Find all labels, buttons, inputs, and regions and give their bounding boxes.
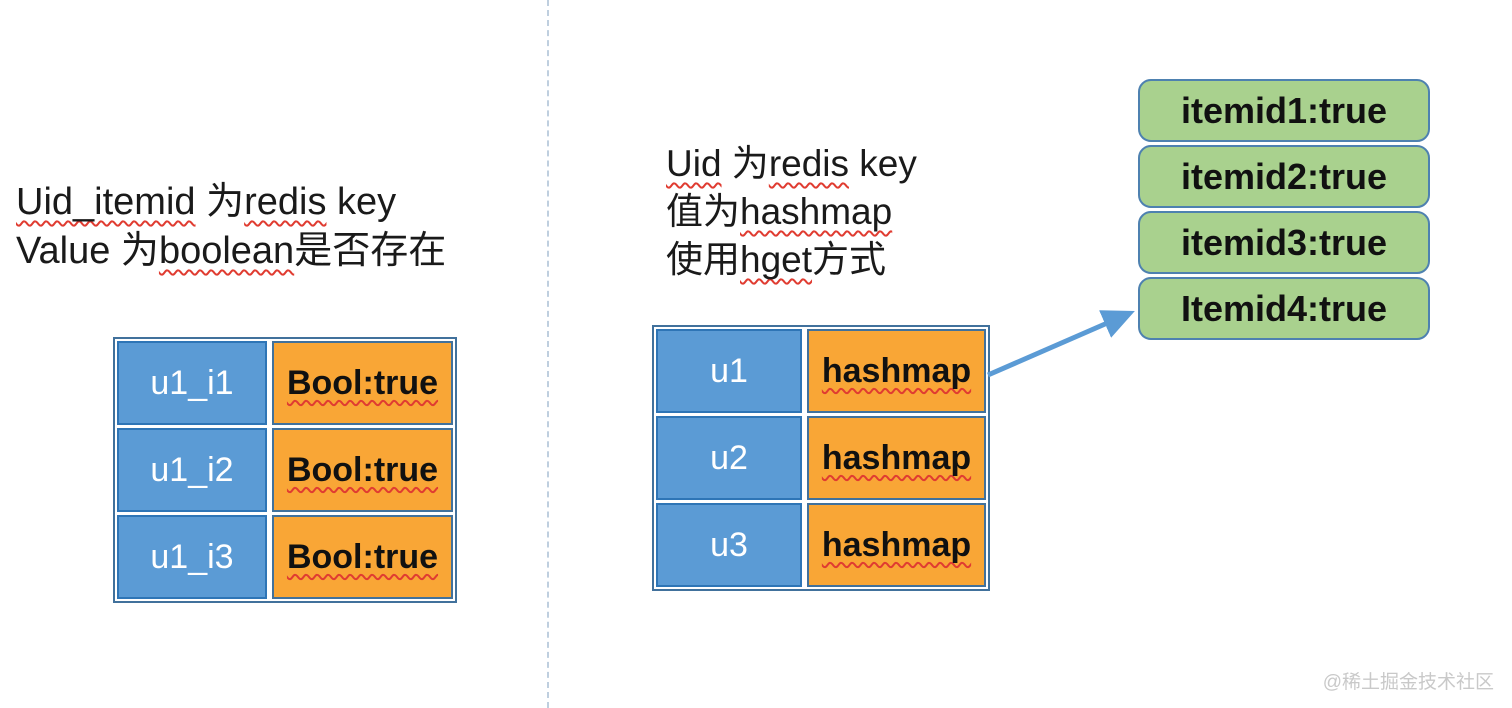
note-segment: boolean — [158, 230, 295, 272]
entry-label: itemid2:true — [1180, 155, 1388, 197]
note-segment: redis — [244, 181, 327, 223]
value-label: hashmap — [821, 351, 972, 390]
value-label: Bool:true — [286, 537, 439, 576]
redis-key-cell: u1_i3 — [117, 515, 267, 599]
key-label: u1_i2 — [150, 450, 234, 489]
note-segment: 使用 — [666, 239, 740, 280]
value-label: Bool:true — [286, 363, 439, 402]
redis-key-cell: u1_i2 — [117, 428, 267, 512]
entry-label: itemid1:true — [1180, 89, 1388, 131]
watermark: @稀土掘金技术社区 — [1322, 672, 1494, 693]
note-segment: 是否存在 — [294, 230, 447, 272]
redis-value-cell: Bool:true — [272, 341, 453, 425]
redis-value-cell: hashmap — [807, 329, 986, 413]
left-note-line-1: Uid_itemid 为redis key — [16, 178, 446, 227]
key-label: u1 — [710, 351, 748, 390]
left-note: Uid_itemid 为redis key Value 为boolean是否存在 — [16, 178, 446, 276]
entry-label: itemid3:true — [1180, 221, 1388, 263]
note-segment: key — [849, 143, 917, 184]
key-label: u2 — [710, 438, 748, 477]
right-note: Uid 为redis key 值为hashmap 使用hget方式 — [666, 140, 917, 284]
note-segment: 为 — [195, 181, 245, 223]
note-segment: 值为 — [666, 191, 740, 232]
right-note-line-3: 使用hget方式 — [666, 236, 917, 284]
value-label: hashmap — [821, 438, 972, 477]
key-label: u1_i3 — [150, 537, 234, 576]
redis-key-cell: u1_i1 — [117, 341, 267, 425]
redis-value-cell: hashmap — [807, 503, 986, 587]
redis-value-cell: Bool:true — [272, 515, 453, 599]
right-note-line-2: 值为hashmap — [666, 188, 917, 236]
section-divider — [547, 0, 549, 708]
hashmap-entry: itemid3:true — [1138, 211, 1430, 274]
key-label: u3 — [710, 525, 748, 564]
note-segment: Uid — [666, 143, 722, 184]
right-note-line-1: Uid 为redis key — [666, 140, 917, 188]
hashmap-entry: Itemid4:true — [1138, 277, 1430, 340]
entry-label: Itemid4:true — [1180, 287, 1388, 329]
right-kv-table: u1 hashmap u2 hashmap u3 hashmap — [652, 325, 990, 591]
note-segment: Value 为 — [16, 230, 159, 272]
left-kv-table: u1_i1 Bool:true u1_i2 Bool:true u1_i3 Bo… — [113, 337, 457, 603]
note-segment: key — [326, 181, 397, 223]
hashmap-arrow — [987, 310, 1135, 378]
hashmap-entries: itemid1:true itemid2:true itemid3:true I… — [1138, 79, 1430, 340]
key-label: u1_i1 — [150, 363, 234, 402]
hashmap-entry: itemid1:true — [1138, 79, 1430, 142]
redis-key-cell: u2 — [656, 416, 802, 500]
redis-key-cell: u1 — [656, 329, 802, 413]
note-segment: hget — [740, 239, 813, 280]
value-label: Bool:true — [286, 450, 439, 489]
note-segment: hashmap — [740, 191, 893, 232]
redis-value-cell: hashmap — [807, 416, 986, 500]
note-segment: 为 — [721, 143, 769, 184]
note-segment: Uid_itemid — [16, 181, 196, 223]
redis-value-cell: Bool:true — [272, 428, 453, 512]
redis-key-cell: u3 — [656, 503, 802, 587]
value-label: hashmap — [821, 525, 972, 564]
note-segment: 方式 — [812, 239, 887, 280]
note-segment: redis — [768, 143, 850, 184]
hashmap-entry: itemid2:true — [1138, 145, 1430, 208]
left-note-line-2: Value 为boolean是否存在 — [16, 227, 446, 276]
